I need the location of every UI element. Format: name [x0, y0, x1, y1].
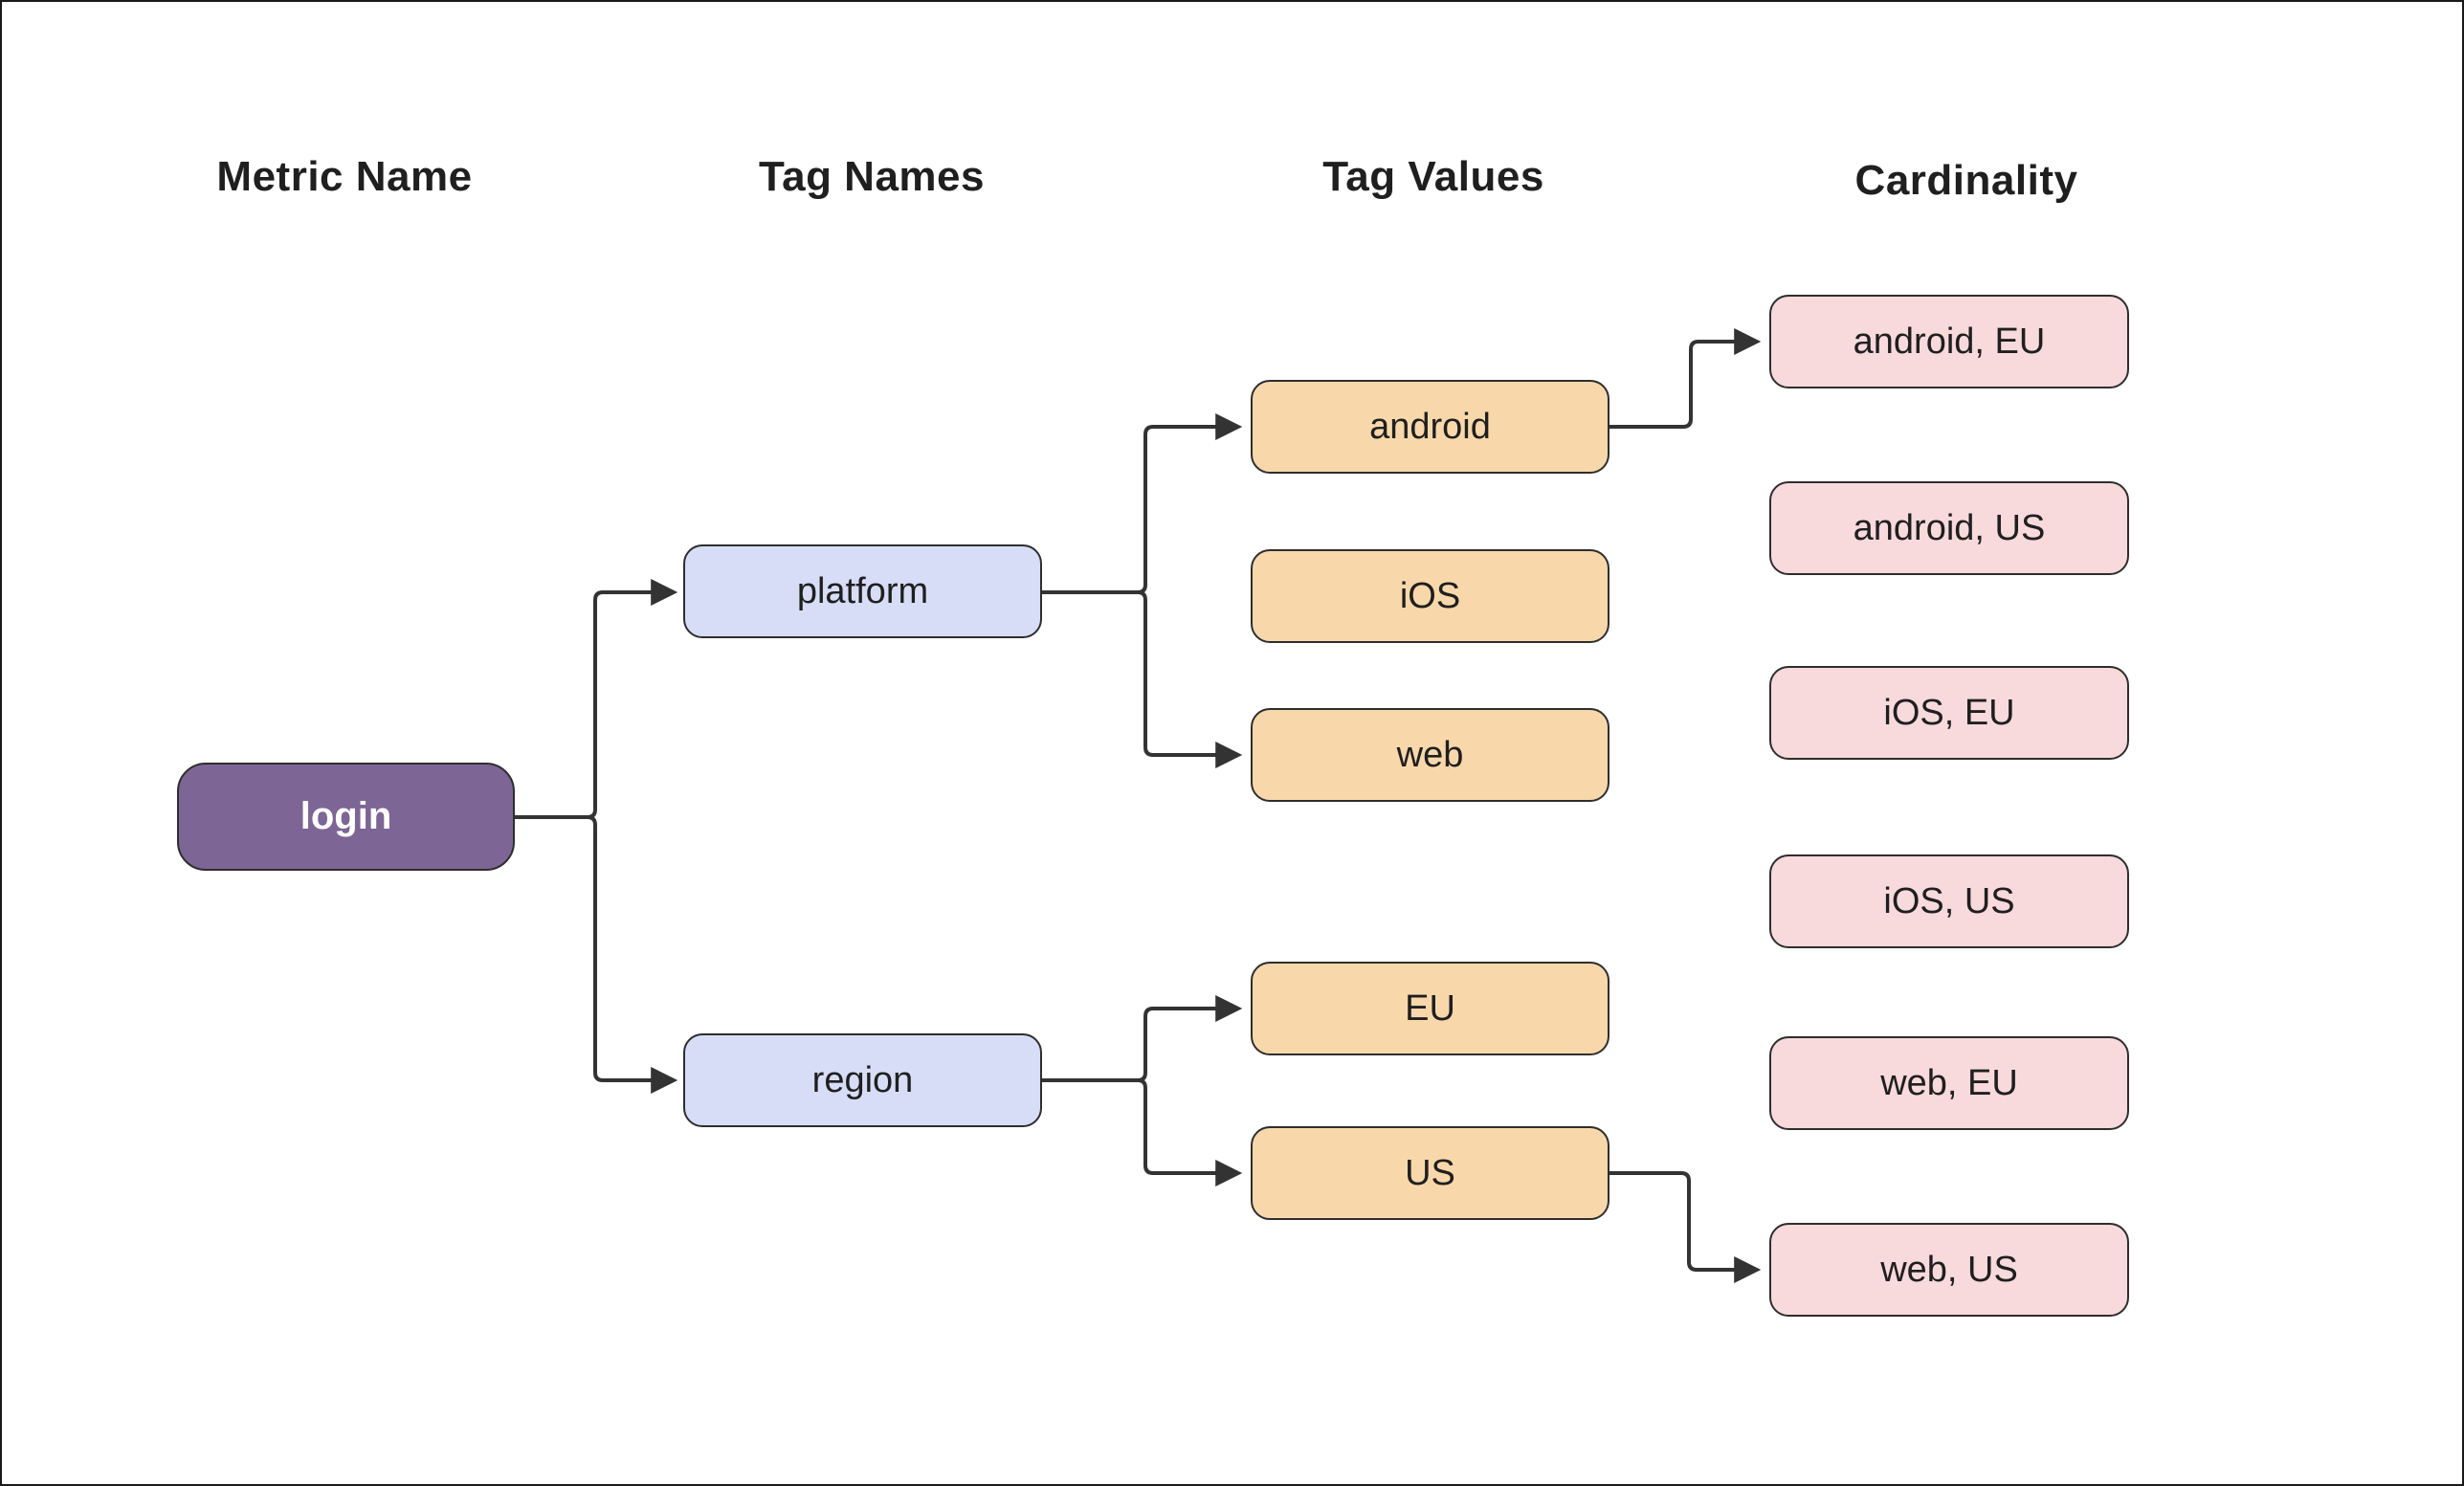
node-android: android: [1251, 380, 1609, 474]
node-android-eu: android, EU: [1769, 295, 2129, 388]
edge-platform-android: [1042, 413, 1243, 594]
node-login: login: [177, 763, 515, 871]
column-header-metric-name: Metric Name: [216, 153, 473, 200]
edge-login-platform: [515, 579, 678, 819]
node-platform: platform: [683, 544, 1042, 638]
edge-region-eu: [1042, 995, 1243, 1082]
node-ios: iOS: [1251, 549, 1609, 643]
node-eu: EU: [1251, 962, 1609, 1055]
node-ios-eu: iOS, EU: [1769, 666, 2129, 760]
edge-region-us: [1042, 1078, 1243, 1187]
node-web: web: [1251, 708, 1609, 802]
edge-android-android-eu: [1609, 328, 1762, 429]
column-header-tag-values: Tag Values: [1322, 153, 1544, 200]
edge-login-region: [515, 815, 678, 1094]
node-web-eu: web, EU: [1769, 1036, 2129, 1130]
column-header-tag-names: Tag Names: [759, 153, 985, 200]
node-android-us: android, US: [1769, 481, 2129, 575]
node-web-us: web, US: [1769, 1223, 2129, 1317]
column-header-cardinality: Cardinality: [1854, 157, 2078, 204]
edge-us-web-us: [1609, 1171, 1762, 1283]
edge-platform-web: [1042, 590, 1243, 768]
node-region: region: [683, 1033, 1042, 1127]
node-us: US: [1251, 1126, 1609, 1220]
node-ios-us: iOS, US: [1769, 854, 2129, 948]
